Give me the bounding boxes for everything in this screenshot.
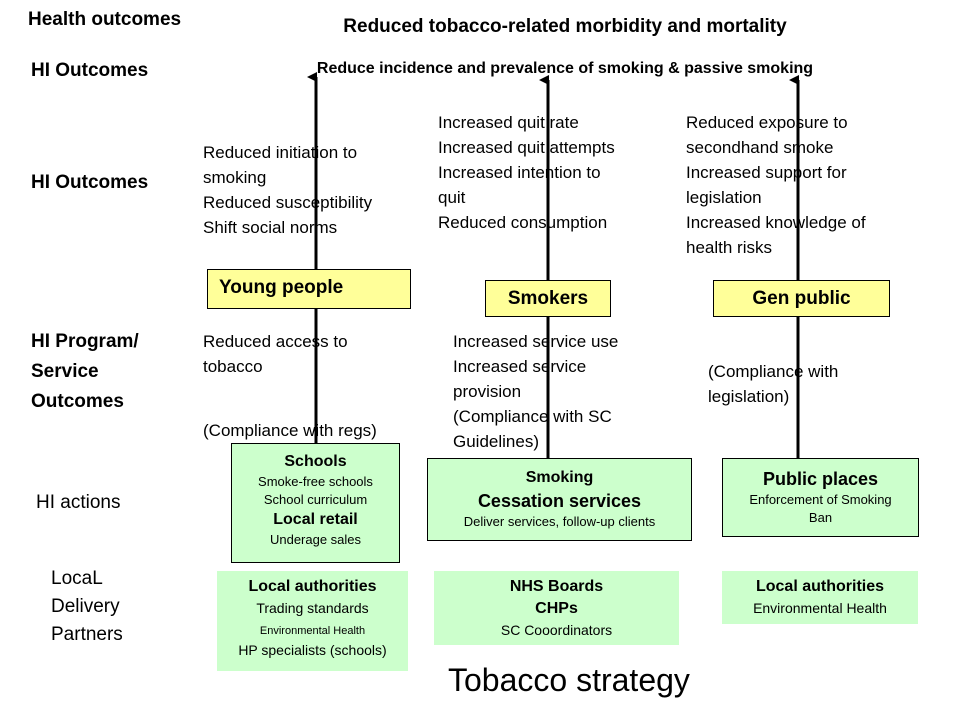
outcome-line: quit xyxy=(438,188,466,207)
program-line: Increased service use xyxy=(453,332,619,351)
action-public-places: Public places Enforcement of Smoking Ban xyxy=(722,458,919,537)
outcome-line: health risks xyxy=(686,238,772,257)
compliance-young-people: (Compliance with regs) xyxy=(203,421,377,440)
outcome-line: Increased support for xyxy=(686,163,847,182)
outcome-line: Shift social norms xyxy=(203,218,338,237)
program-gen-public: (Compliance with legislation) xyxy=(708,359,838,409)
action-line: Deliver services, follow-up clients xyxy=(463,514,656,529)
outcomes-smokers: Increased quit rate Increased quit attem… xyxy=(438,110,615,235)
action-line: Underage sales xyxy=(269,532,362,547)
outcome-line: Reduced consumption xyxy=(438,213,608,232)
partner-line: Environmental Health xyxy=(259,625,366,637)
row-label-hi-program-line: Service xyxy=(31,361,99,382)
action-line: School curriculum xyxy=(263,492,368,507)
outcome-line: smoking xyxy=(203,168,267,187)
row-label-hi-outcomes-top: HI Outcomes xyxy=(31,60,149,81)
program-line: Reduced access to xyxy=(203,332,348,351)
row-label-local-delivery-line: Delivery xyxy=(51,596,120,617)
partner-nhs-boards: NHS Boards CHPs SC Cooordinators xyxy=(434,571,679,645)
program-line: Guidelines) xyxy=(453,432,539,451)
target-smokers: Smokers xyxy=(485,280,611,317)
row-label-health-outcomes: Health outcomes xyxy=(28,9,182,30)
row-label-hi-outcomes: HI Outcomes xyxy=(31,172,149,193)
target-gen-public: Gen public xyxy=(713,280,890,317)
row-label-hi-actions: HI actions xyxy=(36,492,121,513)
partner-title: NHS Boards xyxy=(509,578,604,595)
row-label-local-delivery: LocaL Delivery Partners xyxy=(51,565,123,649)
partner-title: Local authorities xyxy=(248,578,377,595)
outcome-line: Reduced initiation to xyxy=(203,143,358,162)
headline: Reduced tobacco-related morbidity and mo… xyxy=(343,16,787,37)
outcome-line: secondhand smoke xyxy=(686,138,834,157)
program-smokers: Increased service use Increased service … xyxy=(453,329,618,454)
action-line: Ban xyxy=(808,510,833,525)
action-schools-retail: Schools Smoke-free schools School curric… xyxy=(231,443,400,563)
subheadline: Reduce incidence and prevalence of smoki… xyxy=(316,60,814,77)
row-label-local-delivery-line: Partners xyxy=(51,624,123,645)
program-line: provision xyxy=(453,382,522,401)
partner-line: HP specialists (schools) xyxy=(238,642,387,658)
action-title: Cessation services xyxy=(477,491,642,511)
partner-title: Local authorities xyxy=(755,578,885,595)
target-young-people: Young people xyxy=(207,269,411,309)
action-title: Public places xyxy=(762,469,879,489)
outcome-line: Reduced exposure to xyxy=(686,113,848,132)
action-line: Smoke-free schools xyxy=(258,474,373,489)
partner-title: CHPs xyxy=(535,600,578,617)
partner-local-authorities-2: Local authorities Environmental Health xyxy=(722,571,918,624)
action-title: Schools xyxy=(284,453,347,470)
outcome-line: legislation xyxy=(686,188,762,207)
action-title: Smoking xyxy=(525,469,594,486)
program-line: Increased service xyxy=(453,357,587,376)
outcomes-young-people: Reduced initiation to smoking Reduced su… xyxy=(203,140,372,240)
outcome-line: Increased quit attempts xyxy=(438,138,615,157)
row-label-local-delivery-line: LocaL xyxy=(51,568,103,589)
program-line: (Compliance with SC xyxy=(453,407,612,426)
row-label-hi-program: HI Program/ Service Outcomes xyxy=(31,327,139,417)
action-title: Local retail xyxy=(273,511,358,528)
program-line: legislation) xyxy=(708,387,790,406)
action-smoking-cessation: Smoking Cessation services Deliver servi… xyxy=(427,458,692,541)
outcome-line: Increased knowledge of xyxy=(686,213,866,232)
outcomes-gen-public: Reduced exposure to secondhand smoke Inc… xyxy=(686,110,866,260)
program-line: tobacco xyxy=(203,357,263,376)
row-label-hi-program-line: Outcomes xyxy=(31,391,124,412)
footer-title: Tobacco strategy xyxy=(448,662,690,698)
action-line: Enforcement of Smoking xyxy=(749,492,892,507)
program-young-people: Reduced access to tobacco xyxy=(203,329,348,379)
partner-line: SC Cooordinators xyxy=(500,622,613,638)
outcome-line: Increased intention to xyxy=(438,163,601,182)
outcome-line: Reduced susceptibility xyxy=(203,193,373,212)
partner-local-authorities-1: Local authorities Trading standards Envi… xyxy=(217,571,408,671)
partner-line: Environmental Health xyxy=(753,600,887,616)
row-label-hi-program-line: HI Program/ xyxy=(31,331,139,352)
outcome-line: Increased quit rate xyxy=(438,113,579,132)
program-line: (Compliance with xyxy=(708,362,839,381)
partner-line: Trading standards xyxy=(256,600,369,616)
